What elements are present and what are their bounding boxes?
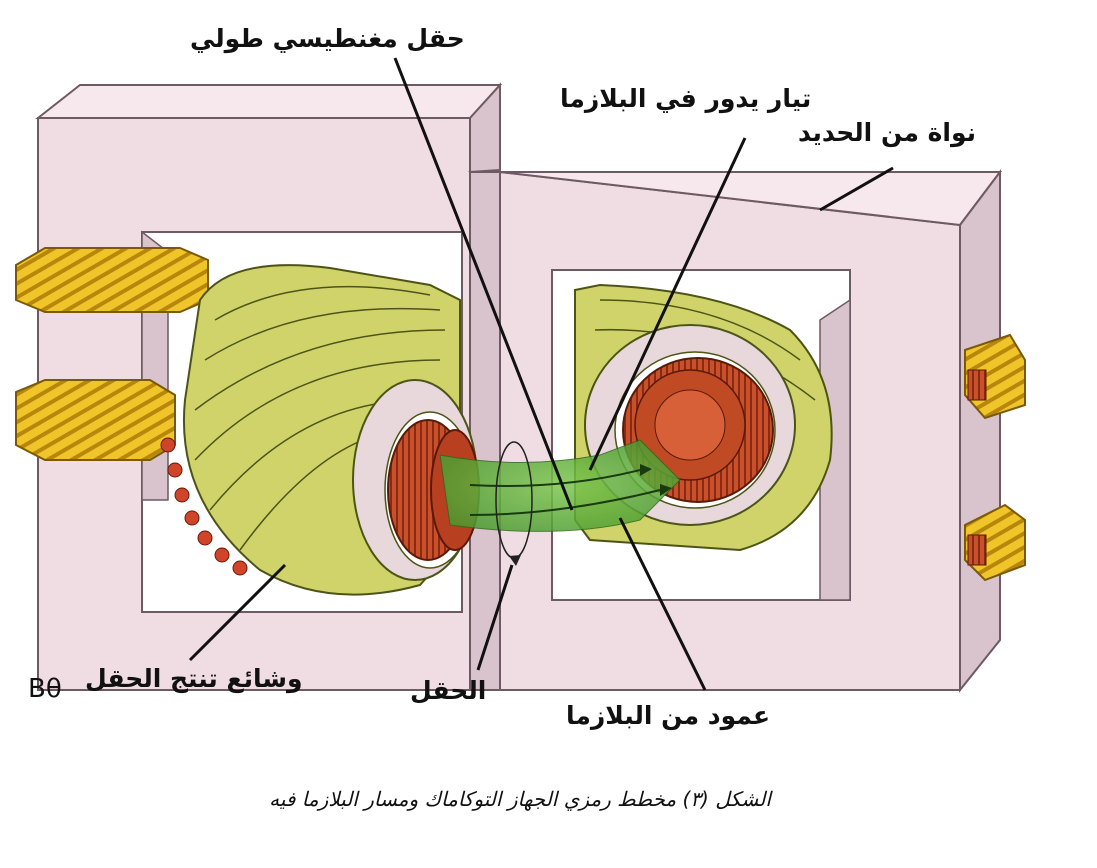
field-coil-pins [160,437,248,576]
label-plasma-column: عمود من البلازما [566,701,771,730]
yoke-winding-left [15,247,209,461]
current-arrows [469,464,672,516]
label-field: الحقل [410,676,487,705]
label-b-theta: Bθ [28,674,62,704]
leader-lines [188,57,894,691]
b-theta-loop [495,441,533,566]
arrow-icon [640,464,652,476]
yoke-winding-right [964,333,1026,582]
label-longitudinal-field: حقل مغنطيسي طولي [190,24,465,53]
iron-core [35,82,1003,693]
label-iron-core: نواة من الحديد [798,118,977,147]
figure-caption: الشكل (٣) مخطط رمزي الجهاز التوكاماك ومس… [269,787,771,811]
label-field-coils: وشائع تنتج الحقل [85,664,303,693]
arrow-icon [509,555,521,566]
label-plasma-current: تيار يدور في البلازما [560,84,812,113]
arrow-icon [660,484,672,496]
